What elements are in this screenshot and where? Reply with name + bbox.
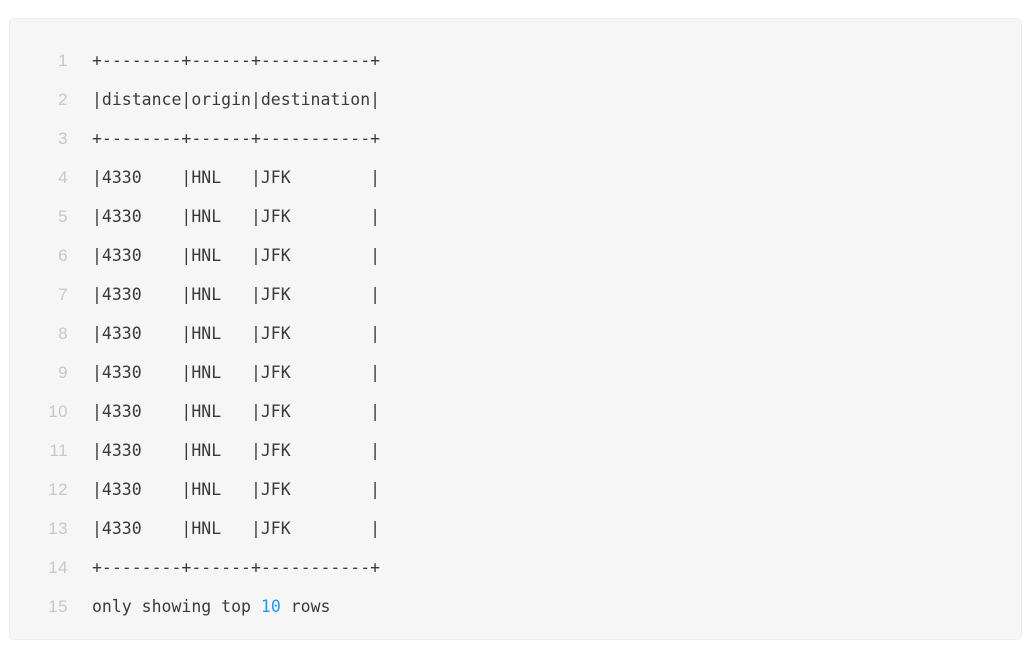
line-number: 10	[48, 402, 68, 421]
code-line: 4 |4330 |HNL |JFK |	[10, 158, 1021, 197]
code-line: 10 |4330 |HNL |JFK |	[10, 392, 1021, 431]
code-line-text: +--------+------+-----------+	[92, 129, 381, 148]
code-line: 14 +--------+------+-----------+	[10, 548, 1021, 587]
code-line: 7 |4330 |HNL |JFK |	[10, 275, 1021, 314]
footer-suffix-text: rows	[280, 597, 331, 616]
footer-row-count: 10	[260, 597, 281, 616]
code-line-text: +--------+------+-----------+	[92, 51, 381, 70]
line-number: 7	[58, 285, 68, 304]
line-number: 6	[58, 246, 68, 265]
line-number: 3	[58, 129, 68, 148]
line-number: 8	[58, 324, 68, 343]
code-line-text: |4330 |HNL |JFK |	[92, 168, 381, 187]
line-number: 1	[58, 51, 68, 70]
code-line-list: 1 +--------+------+-----------+ 2 |dista…	[10, 19, 1021, 639]
code-line: 12 |4330 |HNL |JFK |	[10, 470, 1021, 509]
code-line-text: |4330 |HNL |JFK |	[92, 207, 381, 226]
code-line: 11 |4330 |HNL |JFK |	[10, 431, 1021, 470]
line-number: 14	[48, 558, 68, 577]
line-number: 15	[48, 597, 68, 616]
line-number: 4	[58, 168, 68, 187]
code-line-footer: 15 only showing top 10 rows	[10, 587, 1021, 626]
code-line: 13 |4330 |HNL |JFK |	[10, 509, 1021, 548]
footer-prefix-text: only showing top	[92, 597, 261, 616]
code-line-text: |4330 |HNL |JFK |	[92, 402, 381, 421]
code-line: 6 |4330 |HNL |JFK |	[10, 236, 1021, 275]
code-output-block: 1 +--------+------+-----------+ 2 |dista…	[9, 18, 1022, 640]
line-number: 12	[48, 480, 68, 499]
code-line: 2 |distance|origin|destination|	[10, 80, 1021, 119]
code-line: 1 +--------+------+-----------+	[10, 41, 1021, 80]
code-line: 3 +--------+------+-----------+	[10, 119, 1021, 158]
line-number: 11	[49, 441, 68, 460]
code-line: 9 |4330 |HNL |JFK |	[10, 353, 1021, 392]
code-scroll-area[interactable]: 1 +--------+------+-----------+ 2 |dista…	[10, 19, 1021, 639]
code-line-text: only showing top 10 rows	[68, 587, 1021, 626]
line-number: 13	[48, 519, 68, 538]
code-line-text: |distance|origin|destination|	[92, 90, 381, 109]
code-line-text: |4330 |HNL |JFK |	[92, 363, 381, 382]
code-line-text: |4330 |HNL |JFK |	[92, 246, 381, 265]
line-number: 5	[58, 207, 68, 226]
code-line-text: |4330 |HNL |JFK |	[92, 480, 381, 499]
line-number: 2	[58, 90, 68, 109]
code-line: 8 |4330 |HNL |JFK |	[10, 314, 1021, 353]
code-line-text: |4330 |HNL |JFK |	[92, 441, 381, 460]
code-line: 5 |4330 |HNL |JFK |	[10, 197, 1021, 236]
code-line-text: |4330 |HNL |JFK |	[92, 519, 381, 538]
code-line-text: +--------+------+-----------+	[92, 558, 381, 577]
line-number: 9	[58, 363, 68, 382]
code-line-text: |4330 |HNL |JFK |	[92, 285, 381, 304]
code-line-text: |4330 |HNL |JFK |	[92, 324, 381, 343]
